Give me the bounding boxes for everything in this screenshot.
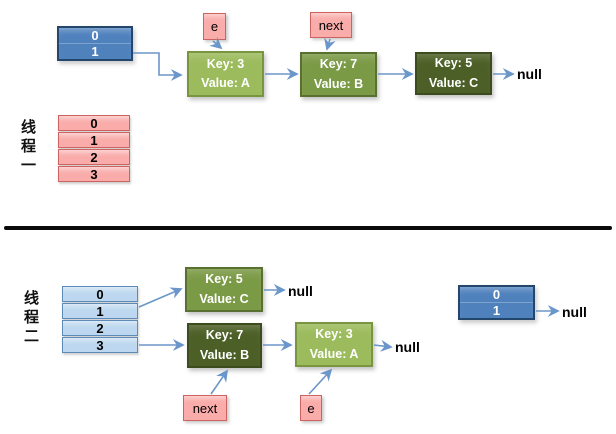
node-key-text: Key: 3 [206, 56, 245, 71]
null-terminator: null [288, 283, 313, 299]
bucket-row: 0 [91, 28, 99, 43]
pointer-e-tag: e [300, 395, 322, 421]
table-row: 1 [58, 132, 130, 148]
arrow-key3-to-null [373, 339, 393, 352]
table-row: 2 [58, 149, 130, 165]
null-terminator: null [517, 66, 542, 82]
thread2-label: 线程二 [22, 290, 40, 347]
node-key3: Key: 3 Value: A [295, 322, 373, 367]
bucket-row: 1 [460, 302, 533, 318]
thread1-bucket-array: 0 1 [57, 26, 133, 61]
node-key-text: Key: 7 [319, 57, 358, 72]
null-terminator: null [562, 304, 587, 320]
arrow-bucket-to-key3 [133, 52, 183, 81]
bucket-row: 1 [59, 43, 131, 59]
section-divider [4, 226, 612, 230]
table-row: 3 [62, 337, 138, 353]
pointer-next-tag: next [183, 395, 227, 421]
node-value-text: Value: B [199, 347, 250, 362]
arrow-table-to-key5 [138, 287, 183, 308]
node-value-text: Value: C [199, 291, 249, 306]
node-key3: Key: 3 Value: A [187, 51, 264, 97]
thread2-hash-table: 0 1 2 3 [62, 286, 138, 353]
table-row: 0 [62, 286, 138, 302]
arrow-next-to-key7 [210, 369, 229, 395]
node-key5: Key: 5 Value: C [185, 267, 263, 312]
node-key-text: Key: 3 [315, 327, 353, 342]
table-row: 0 [58, 115, 130, 131]
node-key-text: Key: 5 [434, 56, 473, 71]
table-row: 2 [62, 320, 138, 336]
thread1-hash-table: 0 1 2 3 [58, 115, 130, 182]
table-row: 3 [58, 166, 130, 182]
node-key-text: Key: 7 [205, 328, 244, 343]
node-value-text: Value: C [428, 75, 479, 90]
arrow-e-to-key3 [209, 36, 223, 50]
null-terminator: null [395, 339, 420, 355]
pointer-next-tag: next [310, 12, 352, 38]
node-value-text: Value: A [309, 346, 359, 361]
pointer-e-tag: e [203, 13, 226, 40]
arrow-e-to-key3 [308, 368, 333, 395]
node-key-text: Key: 5 [205, 272, 243, 287]
table-row: 1 [62, 303, 138, 319]
arrow-next-to-key7 [324, 37, 336, 51]
bucket-row: 0 [492, 287, 501, 302]
thread2-bucket-array: 0 1 [458, 285, 535, 320]
node-key5: Key: 5 Value: C [415, 52, 492, 95]
thread1-label: 线程一 [19, 119, 37, 176]
node-value-text: Value: A [201, 76, 250, 90]
node-value-text: Value: B [313, 76, 364, 91]
node-key7: Key: 7 Value: B [187, 323, 262, 368]
node-key7: Key: 7 Value: B [300, 52, 377, 97]
